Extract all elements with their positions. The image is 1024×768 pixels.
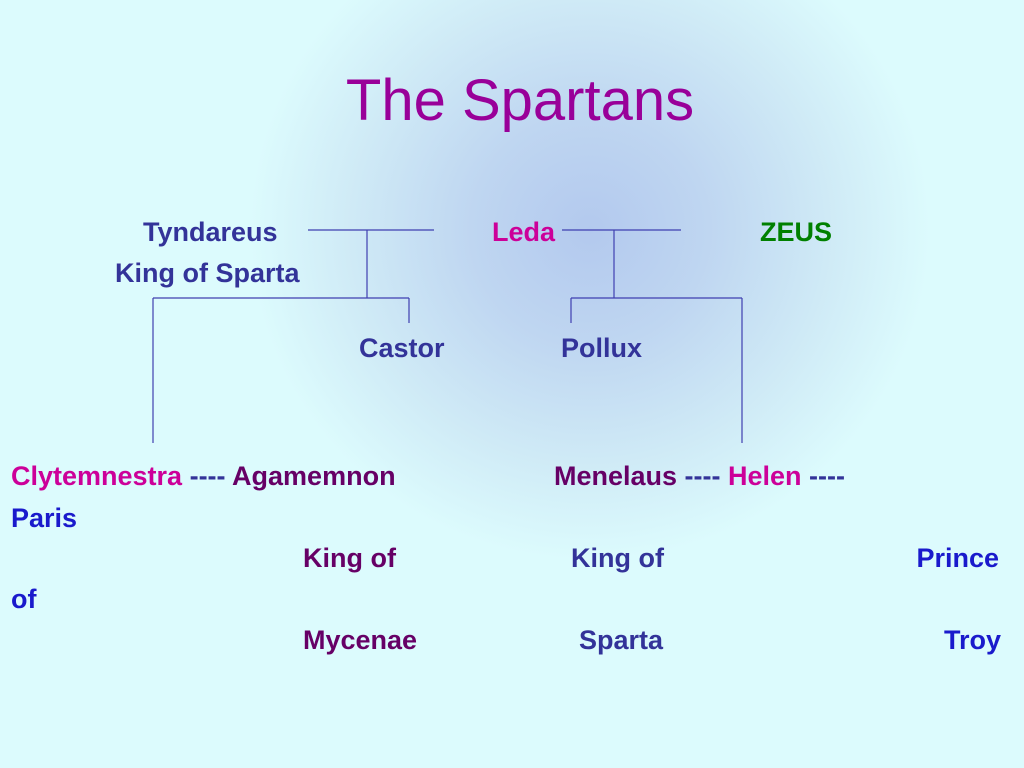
clytemnestra-name: Clytemnestra (11, 461, 183, 491)
agamemnon-name: Agamemnon (232, 461, 396, 491)
page-title: The Spartans (345, 68, 695, 133)
paris-title-line1: Prince (916, 543, 999, 573)
menelaus-helen-dash: ---- (677, 461, 729, 491)
paris-name: Paris (11, 503, 78, 533)
tyndareus-title: King of Sparta (115, 258, 300, 288)
menelaus-helen-row: Menelaus ---- Helen ---- (554, 463, 845, 490)
zeus-name: ZEUS (760, 217, 833, 247)
helen-paris-dash: ---- (801, 461, 846, 491)
paris-title-line2: Troy (943, 625, 1001, 655)
leda-name: Leda (492, 217, 556, 247)
children-marriages-row: Clytemnestra ---- Agamemnon (11, 463, 396, 490)
menelaus-name: Menelaus (554, 461, 678, 491)
castor-name: Castor (359, 333, 445, 363)
agamemnon-title-line1: King of (303, 543, 396, 573)
clytemnestra-agamemnon-dash: ---- (182, 461, 233, 491)
menelaus-title-line1: King of (571, 543, 664, 573)
paris-title-line1-wrap: of (11, 584, 37, 614)
pollux-name: Pollux (561, 333, 643, 363)
helen-name: Helen (728, 461, 802, 491)
agamemnon-title-line2: Mycenae (303, 625, 418, 655)
menelaus-title-line2: Sparta (579, 625, 664, 655)
tyndareus-name: Tyndareus (143, 217, 278, 247)
